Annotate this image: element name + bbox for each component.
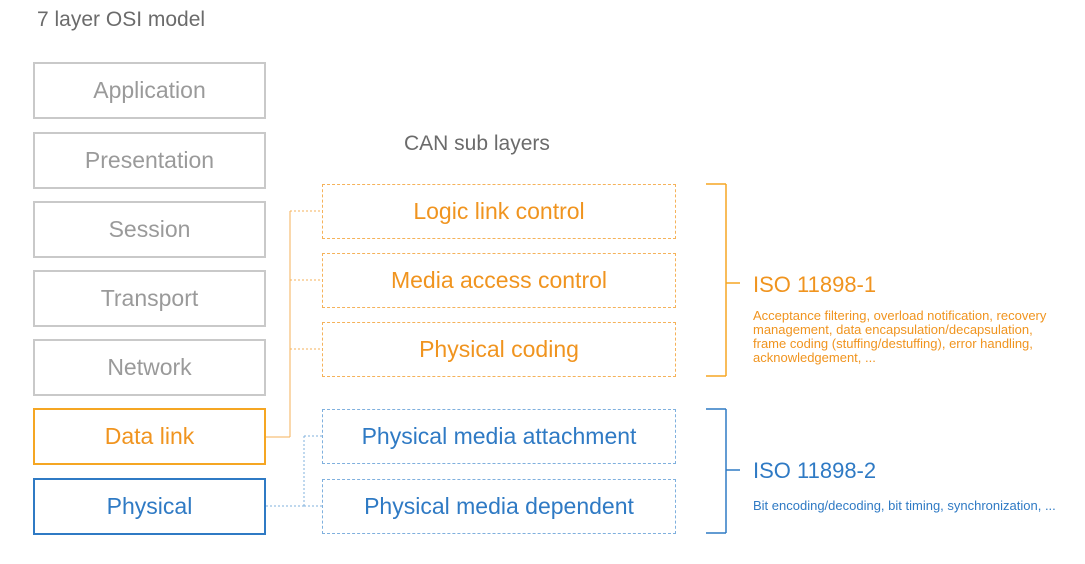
osi-layer-physical: Physical xyxy=(33,478,266,535)
osi-layer-application: Application xyxy=(33,62,266,119)
osi-layer-presentation: Presentation xyxy=(33,132,266,189)
iso-11898-1-bracket xyxy=(706,183,740,377)
osi-layer-data-link: Data link xyxy=(33,408,266,465)
iso-11898-2-title: ISO 11898-2 xyxy=(753,458,877,483)
data-link-connector xyxy=(266,210,322,438)
osi-layer-session: Session xyxy=(33,201,266,258)
iso-11898-2-description: Bit encoding/decoding, bit timing, synch… xyxy=(753,498,1056,513)
physical-connector xyxy=(266,435,322,507)
can-sublayers-title: CAN sub layers xyxy=(404,132,550,155)
osi-model-title: 7 layer OSI model xyxy=(37,8,206,31)
osi-layer-transport: Transport xyxy=(33,270,266,327)
iso-11898-2-bracket xyxy=(706,408,740,534)
can-sublayer-physical-coding: Physical coding xyxy=(322,322,676,377)
iso-11898-1-title: ISO 11898-1 xyxy=(753,272,877,297)
can-sublayer-physical-media-attachment: Physical media attachment xyxy=(322,409,676,464)
can-sublayer-logic-link-control: Logic link control xyxy=(322,184,676,239)
osi-layer-network: Network xyxy=(33,339,266,396)
can-sublayer-media-access-control: Media access control xyxy=(322,253,676,308)
iso-11898-1-description: Acceptance filtering, overload notificat… xyxy=(753,308,1047,365)
can-sublayer-physical-media-dependent: Physical media dependent xyxy=(322,479,676,534)
